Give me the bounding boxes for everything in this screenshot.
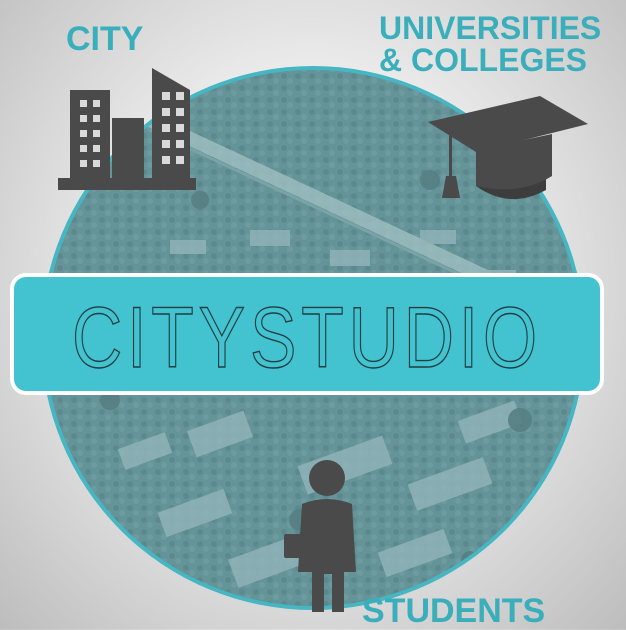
graduation-cap-icon bbox=[428, 96, 588, 200]
city-buildings-icon bbox=[58, 68, 196, 190]
students-label: STUDENTS bbox=[362, 592, 546, 630]
universities-label-line2: & COLLEGES bbox=[379, 42, 588, 78]
student-icon bbox=[284, 460, 356, 612]
universities-label-line1: UNIVERSITIES bbox=[379, 10, 602, 46]
universities-label: UNIVERSITIES & COLLEGES bbox=[379, 12, 619, 76]
citystudio-banner: CITYSTUDIO bbox=[10, 273, 604, 395]
banner-title: CITYSTUDIO bbox=[72, 290, 542, 386]
city-label: CITY bbox=[66, 20, 144, 58]
